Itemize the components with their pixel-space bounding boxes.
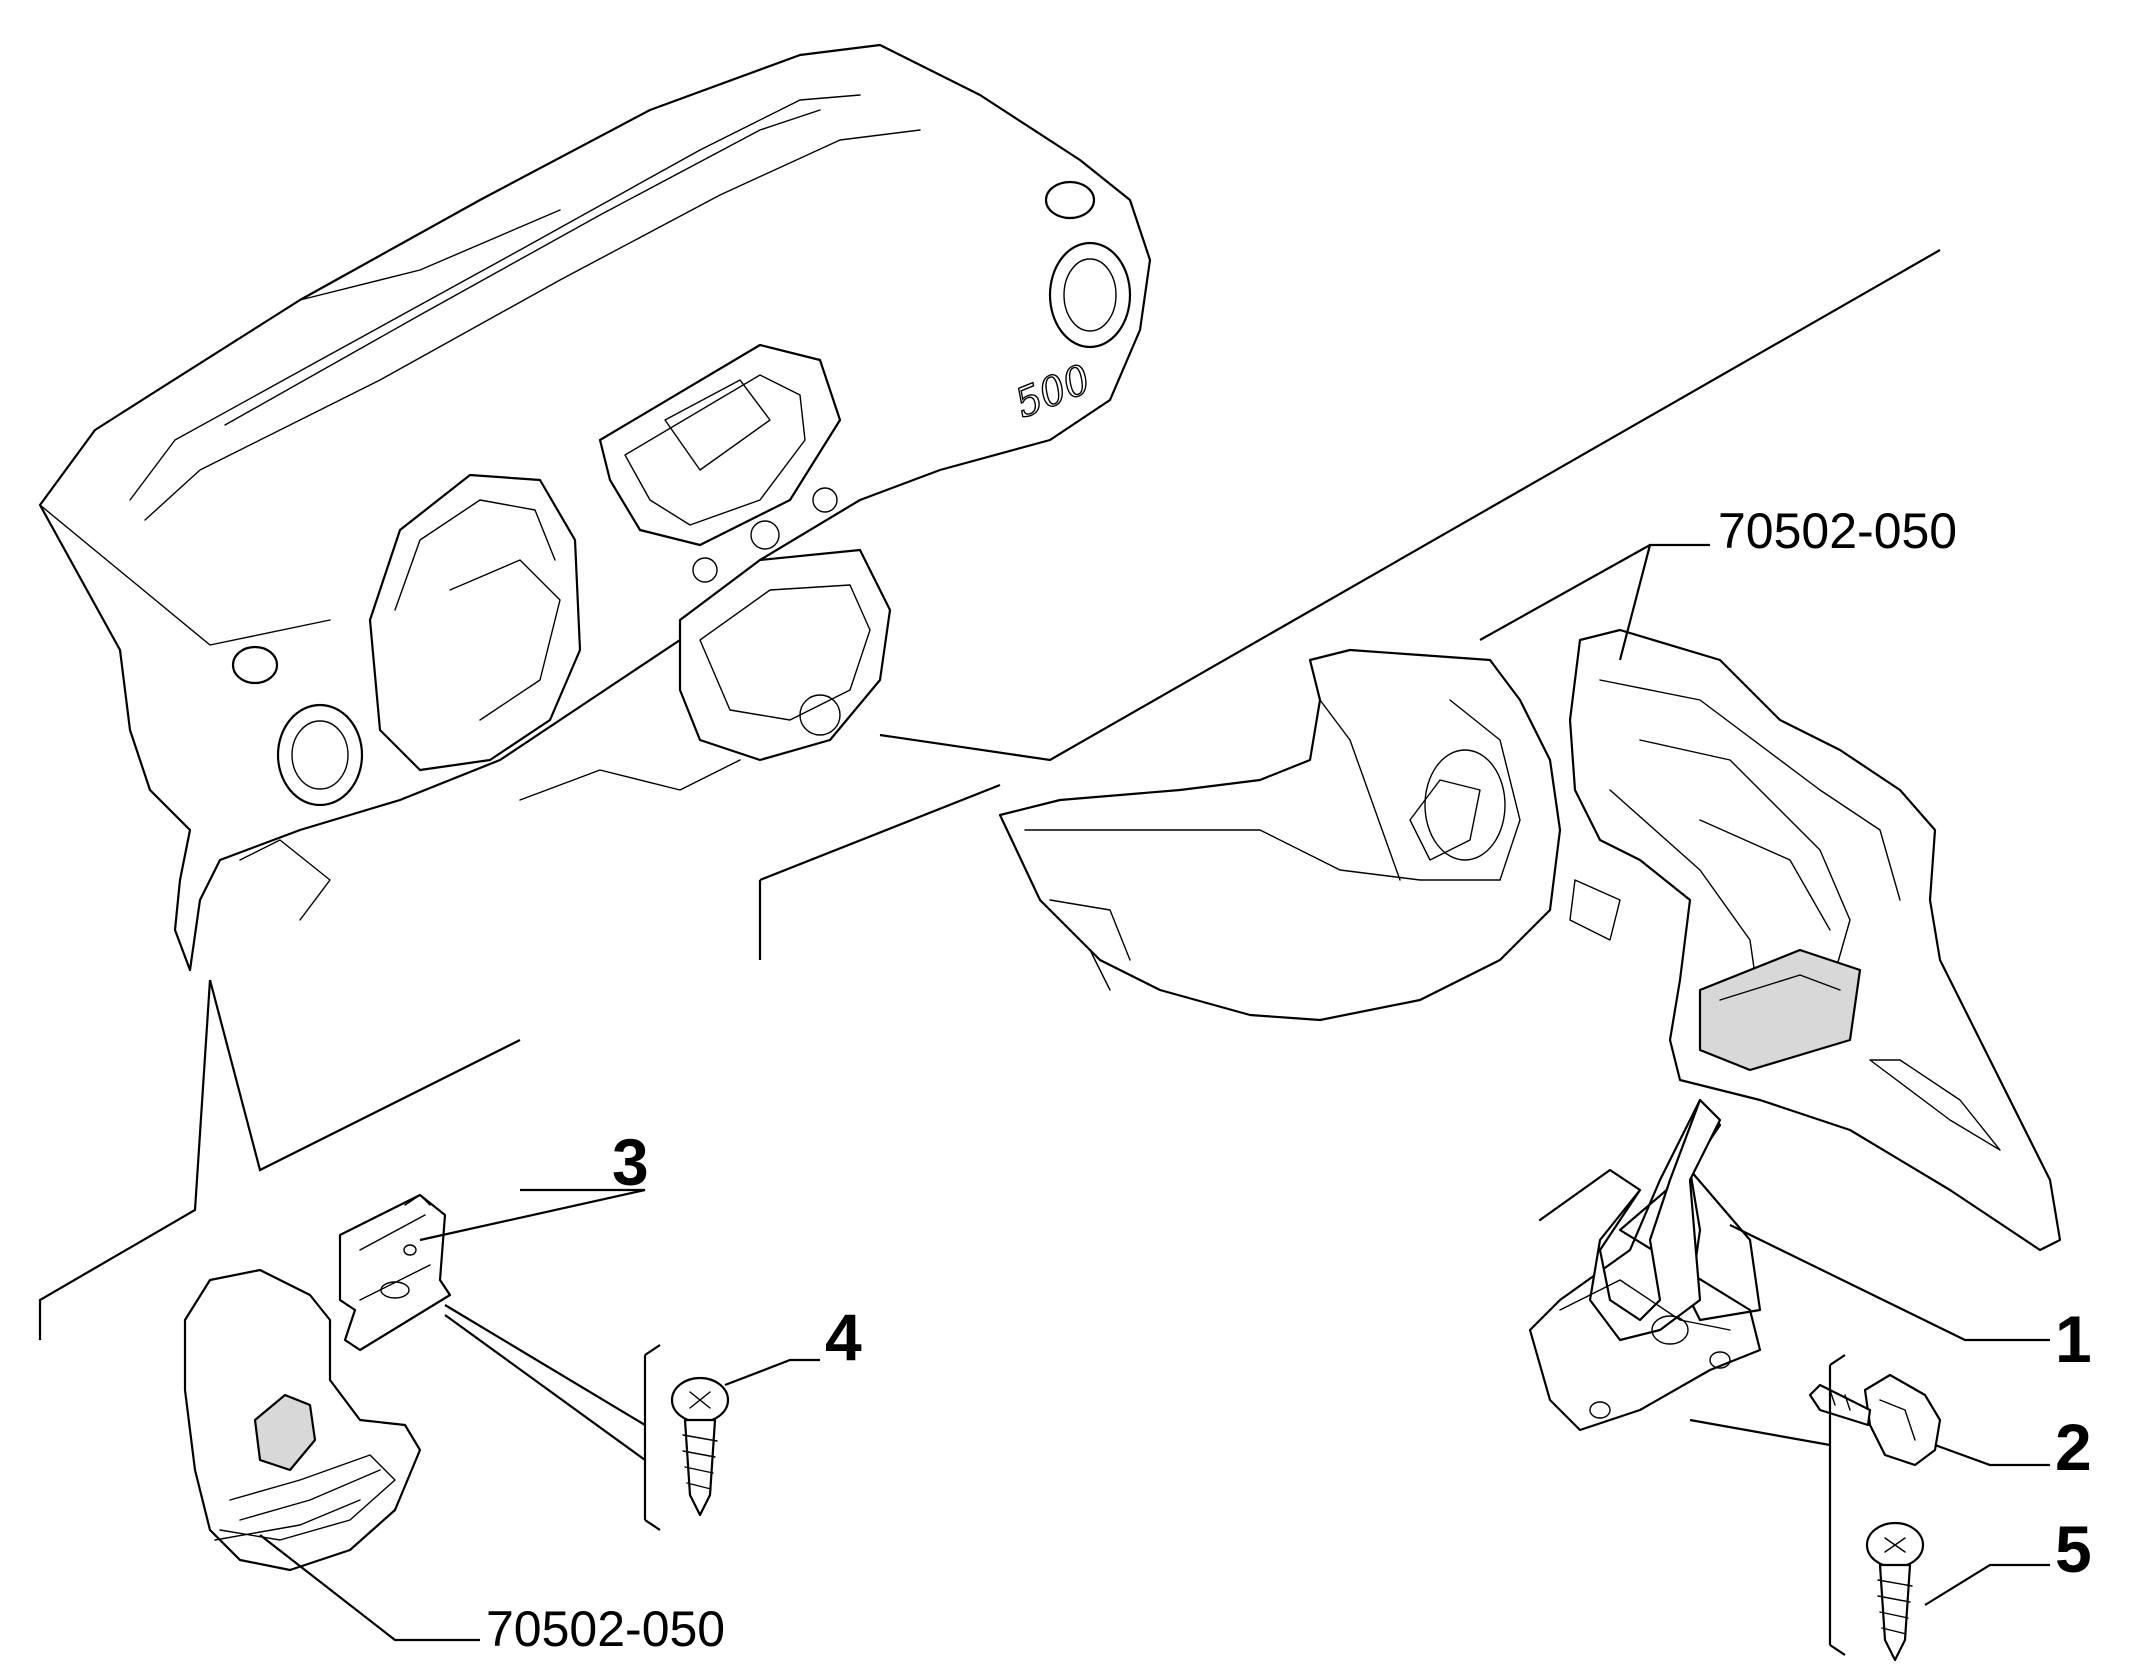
callout-3: 3 <box>612 1125 649 1199</box>
leader-lines <box>38 249 2050 1656</box>
callout-1: 1 <box>2055 1302 2092 1376</box>
callout-2: 2 <box>2055 1410 2092 1484</box>
part-5-screw <box>1865 1521 1925 1662</box>
callout-5: 5 <box>2055 1512 2092 1586</box>
part-2-bolt <box>1808 1373 1942 1467</box>
callout-ref-top: 70502-050 <box>1718 503 1957 559</box>
part-1-bracket <box>1528 1098 1762 1432</box>
callout-4: 4 <box>825 1300 862 1374</box>
part-3-bracket <box>338 1193 452 1352</box>
dashboard-assembly: 500 <box>38 43 1152 972</box>
callout-ref-bottom: 70502-050 <box>486 1601 725 1657</box>
side-panel-part <box>1568 628 2062 1252</box>
lower-panel-part <box>183 1268 422 1572</box>
part-4-screw <box>670 1376 730 1517</box>
glove-box-part <box>998 648 1562 1022</box>
